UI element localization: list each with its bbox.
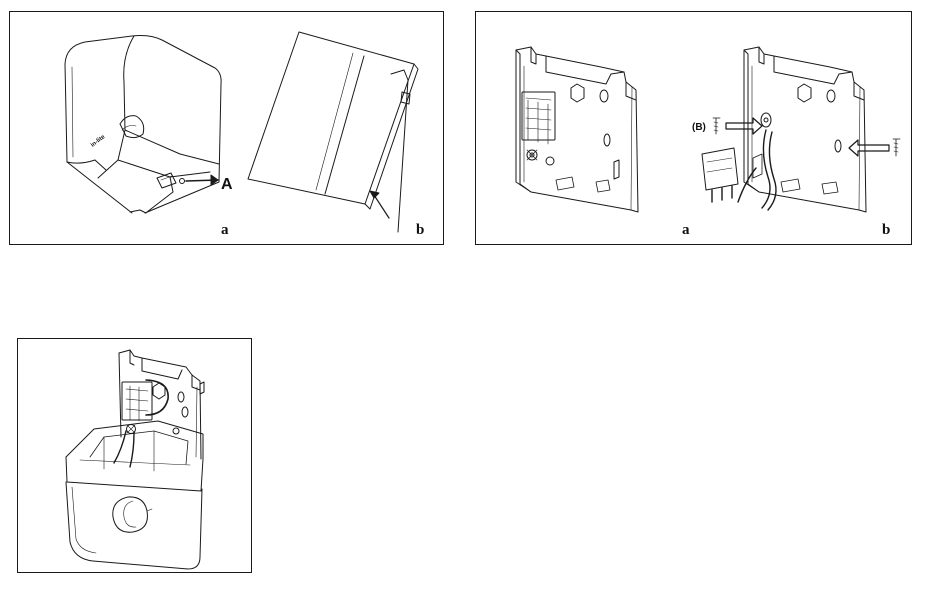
figure-3-drawing: [18, 339, 253, 574]
sub-figure-label: a: [682, 223, 690, 238]
cover-plate-drawing: [248, 32, 418, 232]
lamp-housing-drawing: [65, 36, 221, 214]
sub-figure-label: a: [221, 223, 229, 238]
mounting-plate-drawing: [516, 47, 638, 212]
callout-label-b: (B): [692, 123, 706, 133]
figure-2-panel: (B) a b: [475, 11, 912, 245]
figure-1-drawing: [10, 12, 445, 246]
figure-3-panel: [17, 338, 252, 573]
mounting-plate-wired-drawing: [702, 47, 900, 212]
sub-figure-label: b: [882, 223, 890, 238]
sub-figure-label: b: [416, 223, 424, 238]
opened-lamp-assembly-drawing: [66, 350, 204, 569]
figure-1-panel: in-lite A a b: [9, 11, 444, 245]
callout-label-a: A: [221, 177, 233, 193]
